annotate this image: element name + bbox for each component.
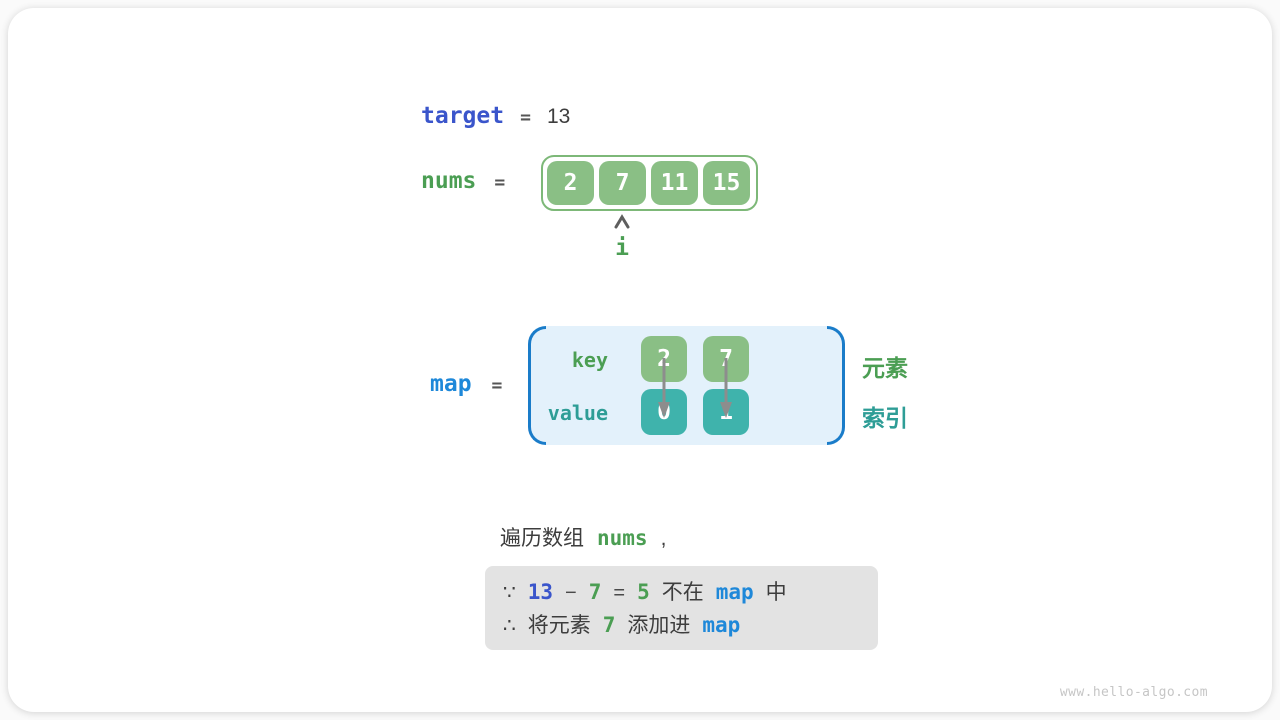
map-value-row-label: value xyxy=(547,401,608,425)
note-line-2: ∴ 将元素 7 添加进 map xyxy=(503,609,878,642)
left-bracket-icon xyxy=(528,326,546,445)
note-text-not-in: 不在 xyxy=(661,581,704,604)
note-added-value: 7 xyxy=(602,613,616,637)
note-text-add-element: 将元素 xyxy=(527,614,591,637)
note-result-value: 5 xyxy=(637,580,650,604)
note-line-1: ∵ 13 − 7 = 5 不在 map 中 xyxy=(503,576,878,609)
note-box: ∵ 13 − 7 = 5 不在 map 中 ∴ 将元素 7 添加进 map xyxy=(485,566,878,650)
watermark: www.hello-algo.com xyxy=(1059,685,1208,700)
caption-comma: , xyxy=(660,527,667,550)
equals-sign: = xyxy=(613,582,626,604)
array-cell: 2 xyxy=(547,161,594,205)
caption-text: 遍历数组 xyxy=(500,527,584,550)
diagram-card: target = 13 nums = 2 7 11 15 i map = xyxy=(8,8,1272,712)
map-box: key value 2 7 0 1 xyxy=(528,326,845,445)
nums-array: 2 7 11 15 xyxy=(541,155,758,211)
map-key-row-label: key xyxy=(571,348,608,372)
note-map-code: map xyxy=(715,580,754,604)
caption-line: 遍历数组 nums , xyxy=(500,522,666,552)
caption-nums-code: nums xyxy=(597,526,648,550)
note-map-code: map xyxy=(702,613,741,637)
because-symbol: ∵ xyxy=(503,582,516,604)
minus-sign: − xyxy=(565,582,577,604)
right-bracket-icon xyxy=(827,326,845,445)
index-pointer-label: i xyxy=(615,235,629,261)
key-to-value-arrow-icon xyxy=(658,358,670,418)
note-text-add-into: 添加进 xyxy=(627,614,691,637)
target-variable-label: target xyxy=(421,103,505,129)
key-to-value-arrow-icon xyxy=(720,358,732,418)
map-equals: = xyxy=(491,375,503,396)
nums-equals: = xyxy=(494,172,506,193)
map-label-row: map = xyxy=(430,371,502,397)
array-cell: 11 xyxy=(651,161,698,205)
up-arrowhead-icon xyxy=(614,214,630,229)
target-row: target = 13 xyxy=(421,103,570,129)
target-value: 13 xyxy=(546,105,571,128)
note-current-value: 7 xyxy=(588,580,602,604)
array-cell: 7 xyxy=(599,161,646,205)
nums-label-row: nums = xyxy=(421,168,505,194)
element-side-label: 元素 xyxy=(862,355,908,381)
therefore-symbol: ∴ xyxy=(503,615,516,637)
note-target-value: 13 xyxy=(527,580,554,604)
target-equals: = xyxy=(520,107,531,128)
map-variable-label: map xyxy=(430,371,472,397)
index-side-label: 索引 xyxy=(862,405,908,431)
array-cell: 15 xyxy=(703,161,750,205)
nums-variable-label: nums xyxy=(421,168,477,194)
note-text-in: 中 xyxy=(765,581,787,604)
